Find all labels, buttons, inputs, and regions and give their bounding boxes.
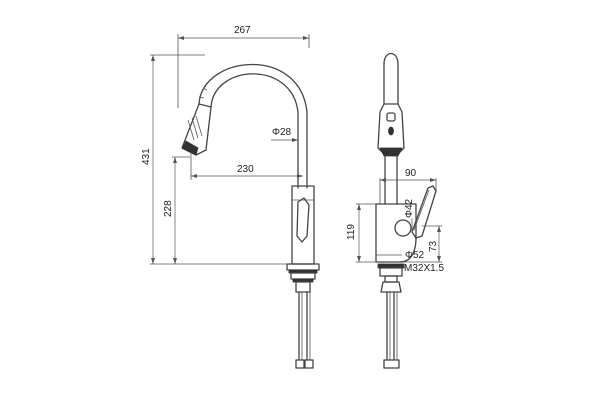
spray-toggle-icon [388, 126, 394, 136]
spray-button [386, 112, 396, 122]
faucet-body [291, 185, 315, 265]
mount-nut [290, 272, 316, 280]
hose-fitting-right [304, 359, 314, 369]
cartridge-circle [394, 219, 412, 237]
dim-cartridge-dia: Φ42 [404, 198, 415, 218]
side-spray-face [379, 147, 403, 157]
dim-handle-height: 73 [428, 240, 439, 252]
spout-outer [198, 63, 308, 189]
spray-nozzle-line [191, 117, 199, 139]
spout-inner [210, 73, 299, 189]
front-dimensions: 267 431 Φ28 230 228 [141, 25, 310, 265]
spray-nozzle-line [195, 115, 203, 137]
spray-head [181, 103, 212, 156]
handle-front [296, 197, 310, 243]
side-fitting [380, 281, 402, 293]
dim-spout-reach: 230 [237, 164, 254, 175]
spray-nozzle-line [187, 119, 195, 141]
dim-base-dia: Φ52 [405, 250, 425, 261]
spout-mark [198, 96, 205, 99]
side-hose-fitting [383, 359, 400, 369]
side-dimensions: 90 Φ42 119 73 Φ52 M32X1.5 [346, 168, 444, 274]
spray-face [181, 140, 199, 156]
front-view [181, 63, 320, 369]
side-base-plate [379, 267, 403, 277]
base-nut [286, 263, 320, 271]
side-pipe [383, 52, 399, 105]
dim-body-height: 119 [346, 224, 357, 240]
dim-spout-dia: Φ28 [272, 127, 292, 138]
dim-handle-reach: 90 [405, 168, 417, 179]
hose-fitting-left [295, 359, 305, 369]
side-shank [384, 275, 398, 283]
dim-total-height: 431 [141, 148, 152, 165]
handle-lever [411, 185, 437, 239]
dim-total-reach: 267 [234, 25, 251, 36]
spout-mark [202, 87, 208, 91]
dim-outlet-height: 228 [163, 200, 174, 217]
dim-thread: M32X1.5 [404, 263, 444, 274]
mount-shank [295, 281, 311, 293]
